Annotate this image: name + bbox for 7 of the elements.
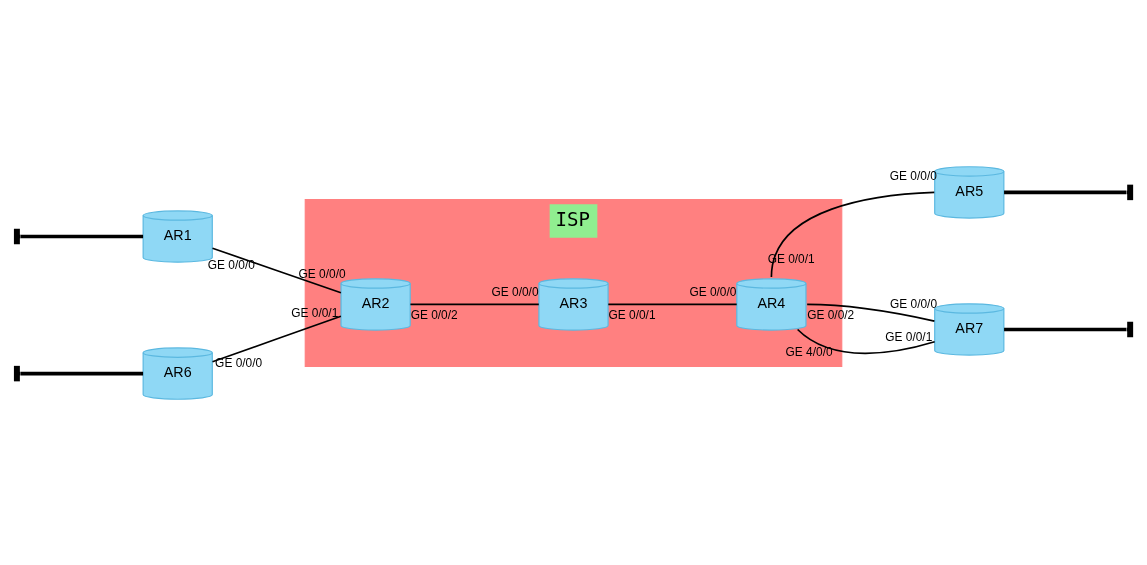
label: GE 0/0/1	[608, 307, 656, 322]
label: GE 0/0/0	[491, 284, 539, 299]
label: GE 0/0/0	[215, 355, 263, 370]
label: GE 4/0/0	[785, 344, 833, 359]
label: GE 0/0/0	[689, 284, 737, 299]
label: GE 0/0/2	[410, 307, 458, 322]
label: GE 0/0/1	[885, 329, 933, 344]
